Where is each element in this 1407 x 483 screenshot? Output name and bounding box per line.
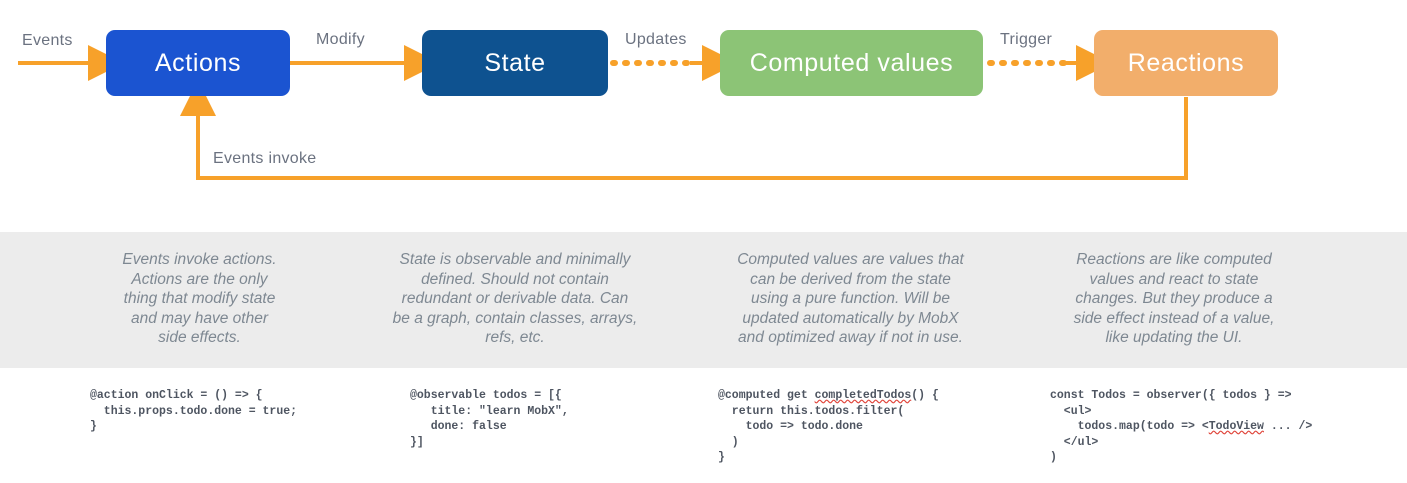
code-line: done: false <box>410 420 507 433</box>
node-actions[interactable]: Actions <box>106 30 290 96</box>
code-line: } <box>718 451 725 464</box>
code-line: @computed get completedTodos() { <box>718 389 939 402</box>
description-computed: Computed values are values that can be d… <box>737 251 964 346</box>
node-state-label: State <box>484 48 546 77</box>
spellcheck-underline: completedTodos <box>814 389 912 402</box>
description-actions: Events invoke actions. Actions are the o… <box>122 251 277 346</box>
code-line: return this.todos.filter( <box>718 404 905 418</box>
edge-label-events-invoke: Events invoke <box>213 150 317 167</box>
code-line: } <box>90 420 97 433</box>
node-reactions[interactable]: Reactions <box>1094 30 1278 96</box>
node-actions-label: Actions <box>154 48 242 77</box>
code-sample-action: @action onClick = () => { this.props.tod… <box>90 388 297 435</box>
code-line: const Todos = observer({ todos } => <box>1050 389 1292 402</box>
code-line: todo => todo.done <box>718 420 863 433</box>
node-computed-values-label: Computed values <box>749 48 954 77</box>
edge-label-events: Events <box>22 32 73 49</box>
code-line: @observable todos = [{ <box>410 389 562 402</box>
flow-diagram: Actions State Computed values Reactions … <box>0 0 1407 232</box>
description-state: State is observable and minimally define… <box>392 251 638 346</box>
code-line: @action onClick = () => { <box>90 389 263 402</box>
description-band <box>0 232 1407 368</box>
code-line: title: "learn MobX", <box>410 404 569 418</box>
code-line: </ul> <box>1050 435 1099 449</box>
code-sample-computed: @computed get completedTodos() { return … <box>718 388 939 466</box>
edge-label-modify: Modify <box>316 31 365 48</box>
edge-label-trigger: Trigger <box>1000 31 1053 48</box>
node-state[interactable]: State <box>422 30 608 96</box>
edge-label-updates: Updates <box>625 31 687 48</box>
code-sample-observer: const Todos = observer({ todos } => <ul>… <box>1050 388 1312 466</box>
code-line: <ul> <box>1050 404 1092 418</box>
node-computed-values[interactable]: Computed values <box>720 30 983 96</box>
code-line: ) <box>1050 451 1057 464</box>
code-line: this.props.todo.done = true; <box>90 404 298 418</box>
flow-connectors <box>18 45 1188 180</box>
code-line: ) <box>718 435 739 449</box>
arrow-events-invoke <box>180 80 1188 180</box>
spellcheck-underline: TodoView <box>1208 420 1264 433</box>
node-reactions-label: Reactions <box>1127 48 1245 77</box>
description-reactions: Reactions are like computed values and r… <box>1073 251 1275 346</box>
code-sample-observable: @observable todos = [{ title: "learn Mob… <box>410 388 569 450</box>
code-line: }] <box>410 435 424 449</box>
code-line: todos.map(todo => <TodoView ... /> <box>1050 420 1313 433</box>
